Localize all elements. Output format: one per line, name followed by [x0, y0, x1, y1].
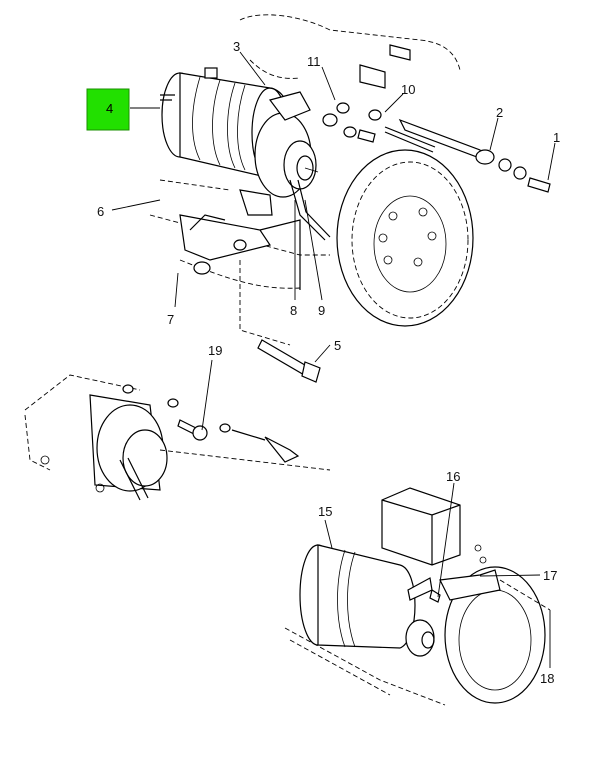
- flywheel: [336, 149, 474, 327]
- leader-lines: [111, 51, 556, 668]
- strap: [289, 179, 331, 241]
- callout-3[interactable]: 3: [233, 39, 240, 54]
- callout-7[interactable]: 7: [167, 312, 174, 327]
- callout-8[interactable]: 8: [290, 303, 297, 318]
- callout-5[interactable]: 5: [334, 338, 341, 353]
- highlight-box[interactable]: [86, 88, 130, 131]
- callout-4[interactable]: 4: [106, 101, 113, 116]
- callout-9[interactable]: 9: [318, 303, 325, 318]
- callout-6[interactable]: 6: [97, 204, 104, 219]
- callout-2[interactable]: 2: [496, 105, 503, 120]
- callout-16[interactable]: 16: [446, 469, 460, 484]
- starter-side-view: [284, 487, 551, 706]
- callout-10[interactable]: 10: [401, 82, 415, 97]
- support-bracket: [179, 214, 301, 290]
- starter-motor[interactable]: [160, 67, 319, 216]
- fastener-stack: [322, 44, 551, 193]
- starter-detail-view: [24, 374, 331, 501]
- callout-1[interactable]: 1: [553, 130, 560, 145]
- mounting-bolt: [257, 339, 321, 383]
- callout-19[interactable]: 19: [208, 343, 222, 358]
- callout-18[interactable]: 18: [540, 671, 554, 686]
- callout-17[interactable]: 17: [543, 568, 557, 583]
- callout-15[interactable]: 15: [318, 504, 332, 519]
- callout-11[interactable]: 11: [307, 54, 321, 69]
